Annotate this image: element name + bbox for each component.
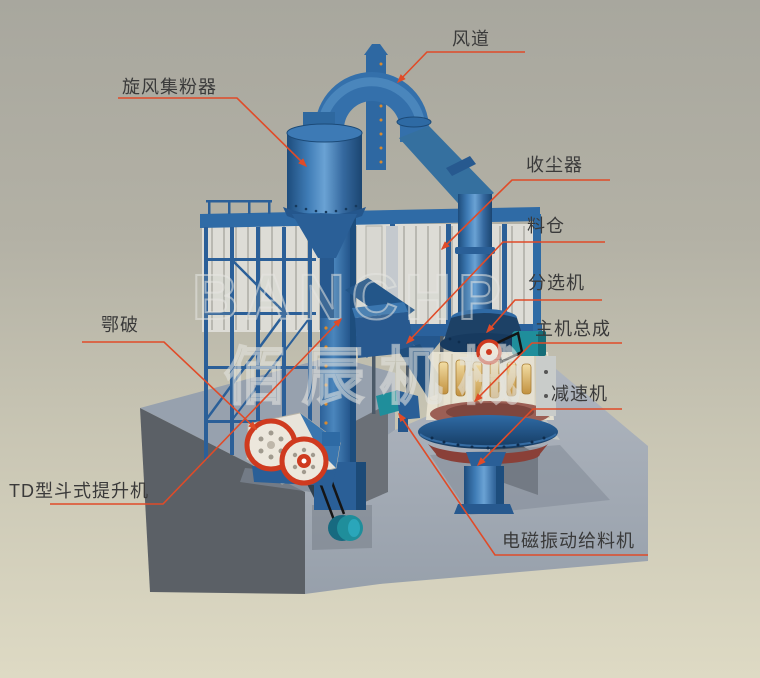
leader-main-unit — [473, 342, 622, 403]
vibrating-feeder-graphic — [376, 390, 420, 432]
label-classifier: 分选机 — [528, 273, 585, 293]
leader-cyclone — [118, 97, 308, 168]
jaw-crusher-graphic — [244, 412, 341, 486]
label-main-unit: 主机总成 — [535, 319, 611, 339]
label-dust-collector: 收尘器 — [526, 155, 583, 175]
label-cyclone-collector: 旋风集粉器 — [122, 77, 217, 97]
leader-vibrating-feeder — [398, 412, 648, 556]
label-vibrating-feeder: 电磁振动给料机 — [502, 531, 635, 551]
leader-jaw-crusher — [82, 341, 258, 431]
label-jaw-crusher: 鄂破 — [101, 315, 139, 335]
grinding-rollers — [438, 359, 532, 403]
mill-assembly — [376, 309, 558, 514]
label-hopper: 料仓 — [527, 216, 565, 236]
label-bucket-elevator: TD型斗式提升机 — [9, 481, 149, 501]
cyclone-collector-graphic — [283, 112, 366, 318]
leader-bucket-elevator — [50, 317, 343, 505]
leader-classifier — [486, 299, 602, 334]
label-reducer: 减速机 — [551, 384, 608, 404]
vertical-duct — [458, 194, 492, 322]
leader-reducer — [476, 408, 622, 467]
leader-dust-collector — [440, 179, 610, 251]
leader-hopper — [405, 241, 605, 345]
top-walkway-beam — [200, 207, 540, 228]
diagonal-duct — [399, 126, 494, 212]
leader-air-duct — [396, 51, 525, 84]
label-air-duct: 风道 — [452, 29, 490, 49]
